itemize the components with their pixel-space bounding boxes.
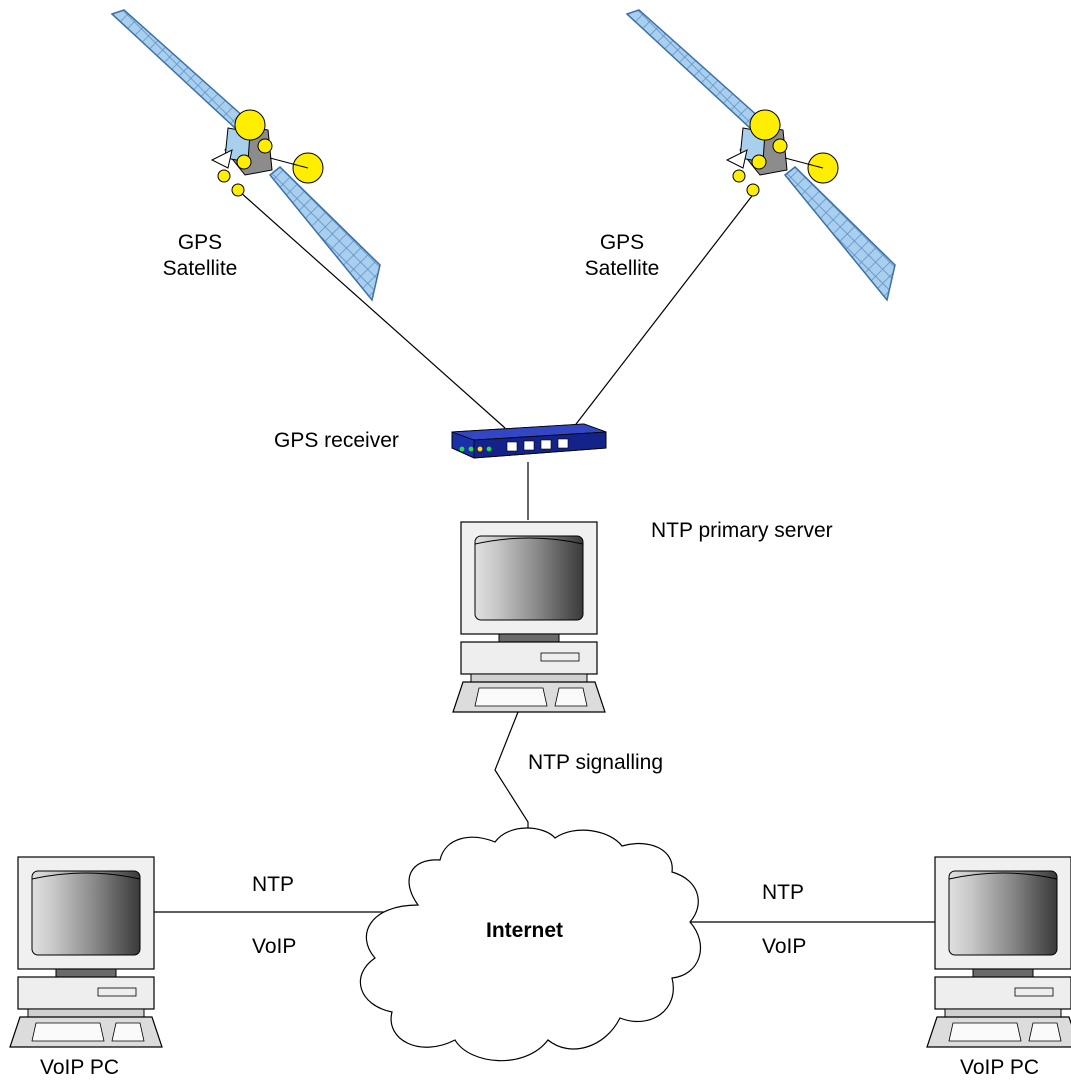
left-link-ntp-label: NTP: [252, 873, 294, 896]
right-link-voip-label: VoIP: [762, 935, 807, 958]
internet-cloud-icon: [359, 827, 701, 1062]
gps-receiver-label: GPS receiver: [274, 429, 399, 452]
link-satellite-right-to-receiver: [572, 191, 756, 429]
internet-label: Internet: [486, 919, 564, 942]
ntp-primary-server-label: NTP primary server: [651, 519, 833, 542]
link-satellite-left-to-receiver: [239, 191, 506, 429]
left-link-voip-label: VoIP: [252, 935, 297, 958]
gps-receiver-icon: [451, 423, 607, 459]
gps-satellite-right-label-line2: Satellite: [584, 257, 660, 281]
gps-satellite-right-label-line1: GPS: [599, 231, 645, 254]
right-link-ntp-label: NTP: [762, 881, 804, 904]
ntp-primary-server-icon: [452, 521, 606, 713]
gps-satellite-left-label-line1: GPS: [177, 231, 223, 254]
gps-satellite-left-label-line2: Satellite: [162, 257, 238, 281]
ntp-signalling-label: NTP signalling: [528, 751, 664, 774]
gps-satellite-left-label: GPS Satellite: [150, 230, 250, 283]
voip-pc-right-icon: [926, 856, 1071, 1048]
gps-satellite-right-label: GPS Satellite: [572, 230, 672, 283]
voip-pc-left-label: VoIP PC: [40, 1056, 119, 1079]
voip-pc-left-icon: [9, 856, 163, 1048]
connection-lines: [152, 191, 938, 923]
voip-pc-right-label: VoIP PC: [960, 1056, 1039, 1079]
